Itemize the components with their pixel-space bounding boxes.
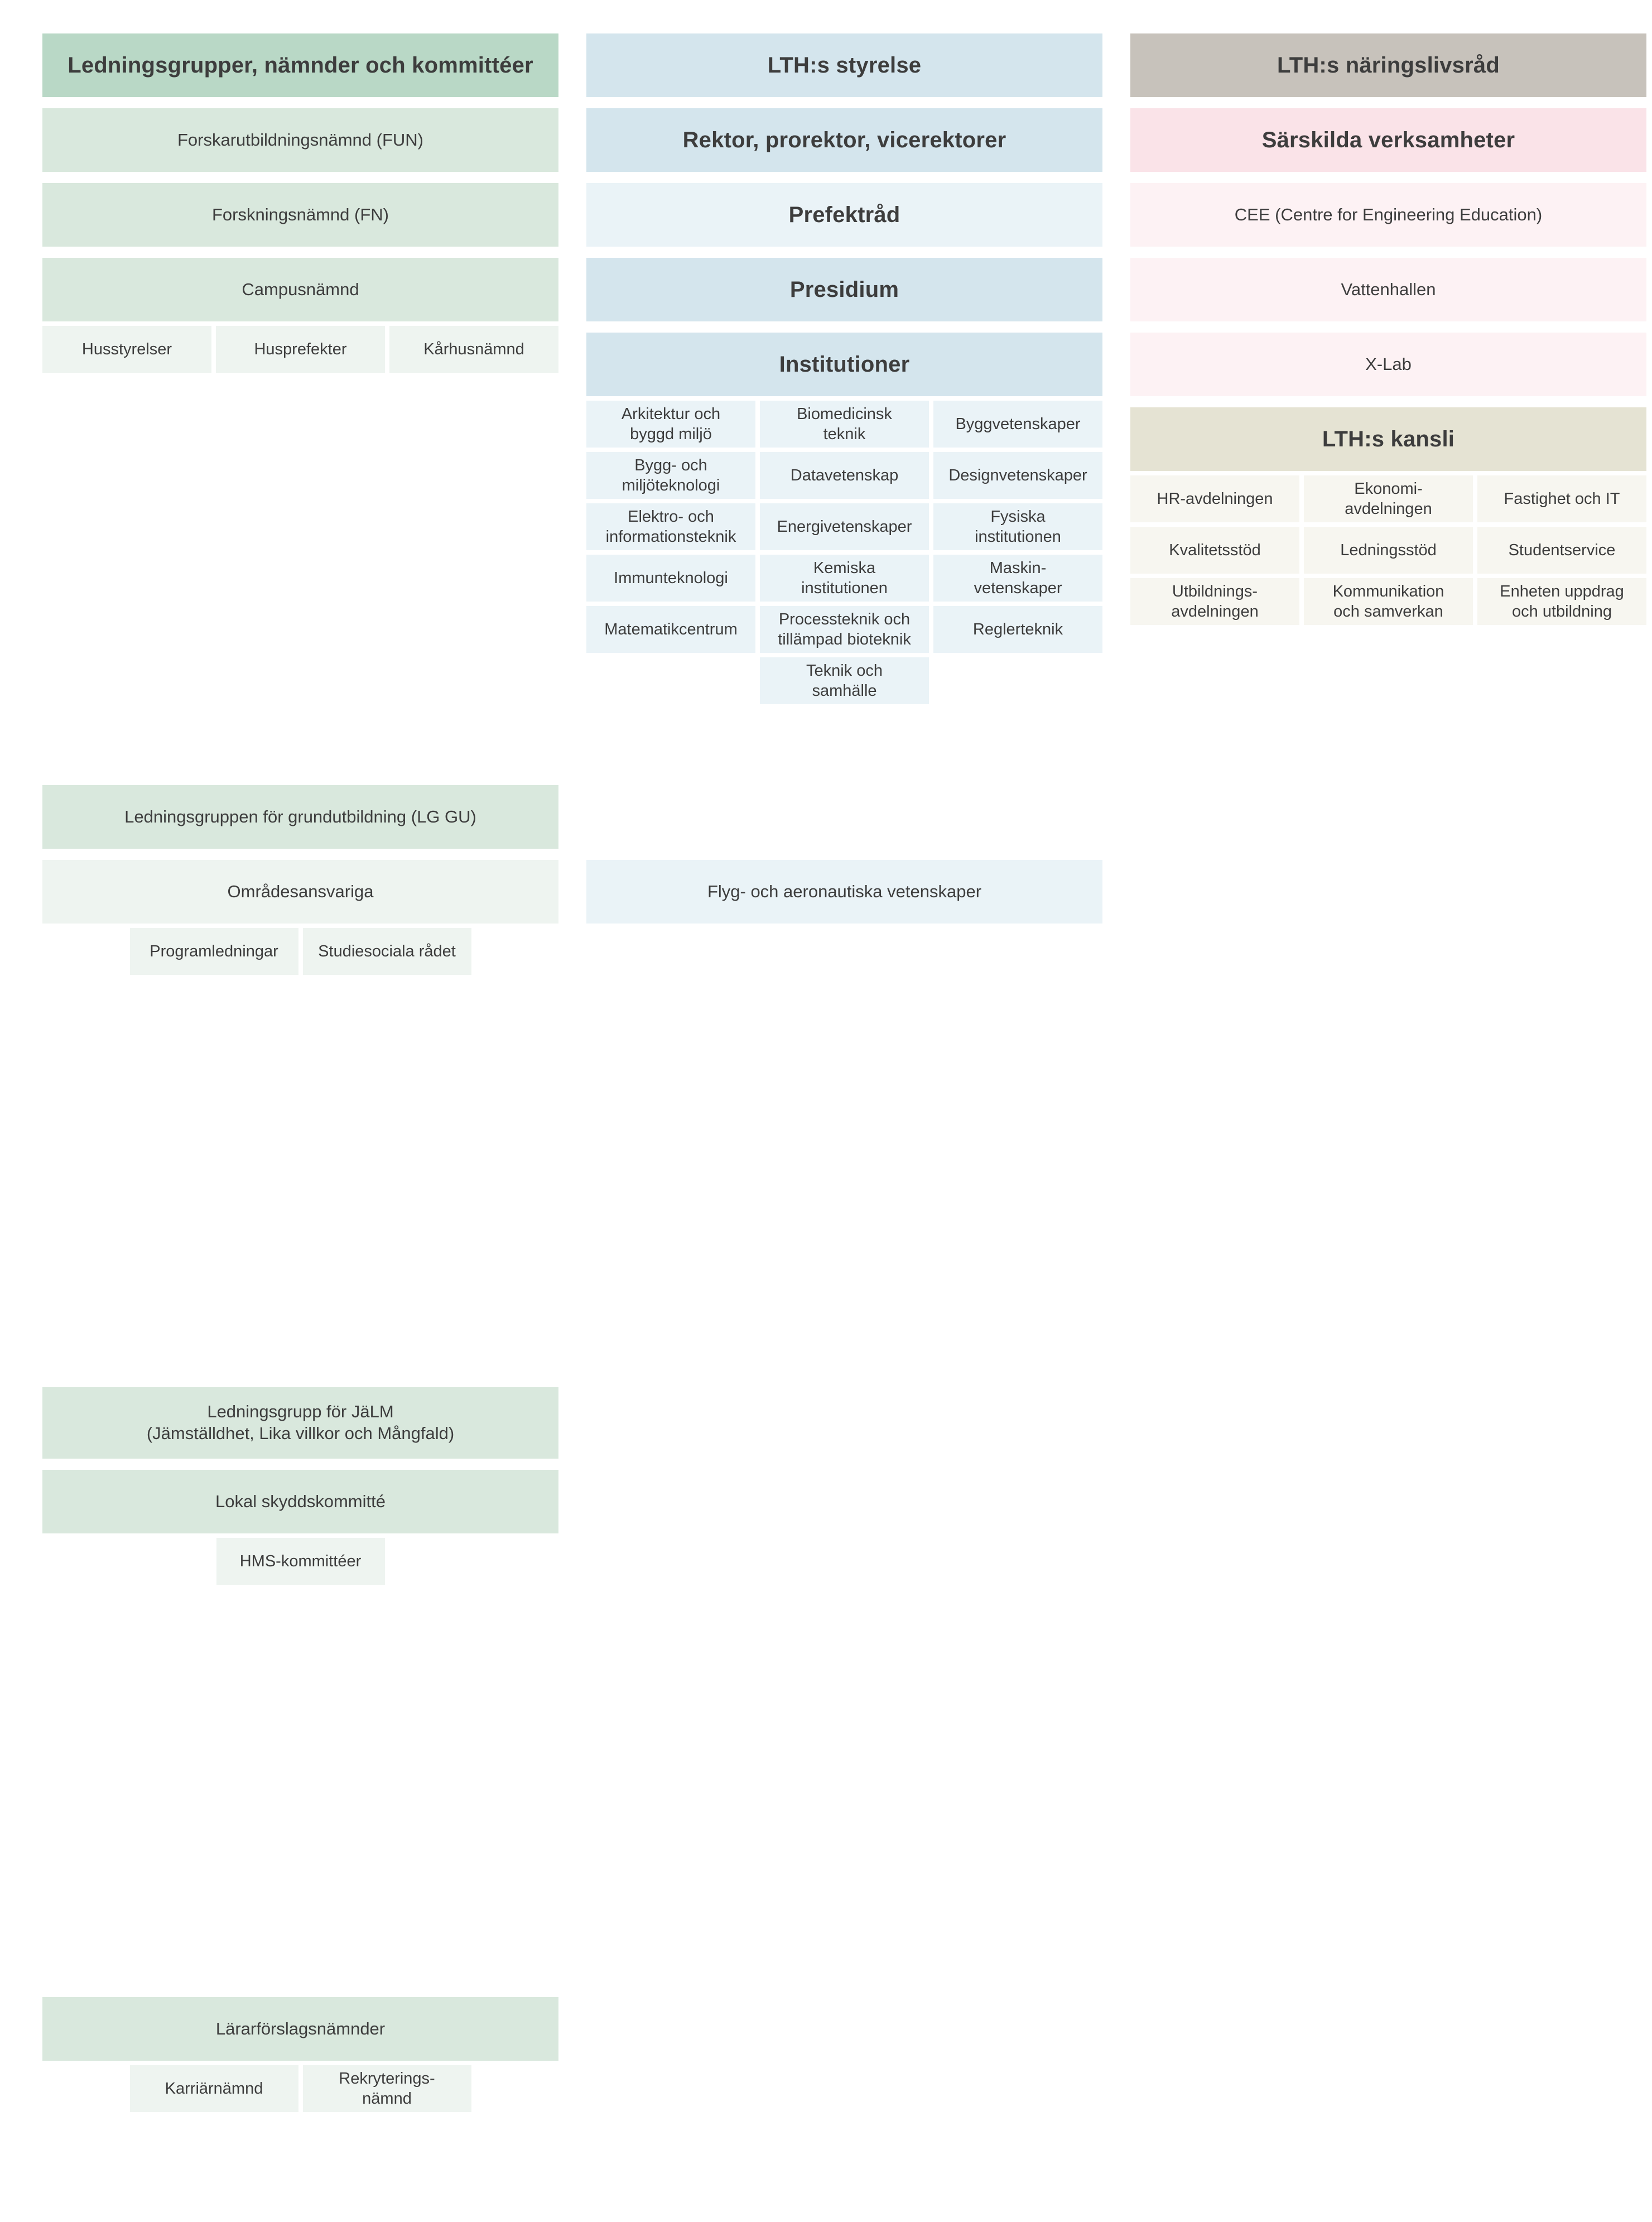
- box-forskarutbildningsnamnd[interactable]: Forskarutbildningsnämnd (FUN): [42, 108, 558, 172]
- group-lararforslagsnamnder: Lärarförslagsnämnder Karriärnämnd Rekryt…: [42, 1997, 558, 2222]
- box-institution-designvetenskaper[interactable]: Designvetenskaper: [933, 452, 1102, 499]
- box-karhusnamnd[interactable]: Kårhusnämnd: [389, 326, 558, 373]
- group-lths-kansli: LTH:s kansli HR-avdelningen Ekonomi-avde…: [1130, 407, 1646, 924]
- box-hms-kommitteer[interactable]: HMS-kommittéer: [216, 1538, 385, 1585]
- box-studiesociala-radet[interactable]: Studiesociala rådet: [302, 928, 471, 975]
- box-rekryteringsnamnd[interactable]: Rekryterings-nämnd: [302, 2065, 471, 2112]
- box-institution-matematikcentrum[interactable]: Matematikcentrum: [586, 606, 755, 653]
- box-x-lab[interactable]: X-Lab: [1130, 333, 1646, 396]
- header-lths-kansli: LTH:s kansli: [1130, 407, 1646, 471]
- box-omradesansvariga[interactable]: Områdesansvariga: [42, 860, 558, 924]
- column-ledningsgrupper: Ledningsgrupper, nämnder och kommittéer …: [42, 33, 558, 2222]
- column-styrelse: LTH:s styrelse Rektor, prorektor, vicere…: [586, 33, 1102, 924]
- box-campusnamnd[interactable]: Campusnämnd: [42, 258, 558, 321]
- header-institutioner: Institutioner: [586, 333, 1102, 396]
- group-lokal-skyddskommitte: Lokal skyddskommitté HMS-kommittéer: [42, 1470, 558, 1986]
- box-institution-datavetenskap[interactable]: Datavetenskap: [760, 452, 929, 499]
- box-programledningar[interactable]: Programledningar: [129, 928, 298, 975]
- header-sarskilda-verksamheter: Särskilda verksamheter: [1130, 108, 1646, 172]
- group-campusnamnd: Campusnämnd Husstyrelser Husprefekter Kå…: [42, 258, 558, 774]
- box-institution-immunteknologi[interactable]: Immunteknologi: [586, 555, 755, 602]
- row-larar-sub: Karriärnämnd Rekryterings-nämnd: [42, 2065, 558, 2112]
- box-husprefekter[interactable]: Husprefekter: [216, 326, 385, 373]
- jalm-line-1: Ledningsgrupp för JäLM: [207, 1402, 394, 1422]
- box-institution-energivetenskaper[interactable]: Energivetenskaper: [760, 503, 929, 550]
- box-vattenhallen[interactable]: Vattenhallen: [1130, 258, 1646, 321]
- row-omrades-sub: Programledningar Studiesociala rådet: [42, 928, 558, 975]
- org-chart: Ledningsgrupper, nämnder och kommittéer …: [42, 33, 1646, 2112]
- box-institution-maskinvetenskaper[interactable]: Maskin-vetenskaper: [933, 555, 1102, 602]
- box-kansli-ekonomiavdelningen[interactable]: Ekonomi-avdelningen: [1304, 475, 1473, 522]
- box-lararforslagsnamnder[interactable]: Lärarförslagsnämnder: [42, 1997, 558, 2061]
- box-kansli-hr-avdelningen[interactable]: HR-avdelningen: [1130, 475, 1299, 522]
- box-ledningsgrupp-jalm[interactable]: Ledningsgrupp för JäLM (Jämställdhet, Li…: [42, 1387, 558, 1459]
- box-institution-byggvetenskaper[interactable]: Byggvetenskaper: [933, 401, 1102, 448]
- box-cee[interactable]: CEE (Centre for Engineering Education): [1130, 183, 1646, 247]
- row-hms: HMS-kommittéer: [42, 1538, 558, 1585]
- grid-kansli: HR-avdelningen Ekonomi-avdelningen Fasti…: [1130, 475, 1646, 625]
- box-prefektrad[interactable]: Prefektråd: [586, 183, 1102, 247]
- box-husstyrelser[interactable]: Husstyrelser: [42, 326, 211, 373]
- box-kansli-ledningsstod[interactable]: Ledningsstöd: [1304, 527, 1473, 574]
- header-lths-styrelse: LTH:s styrelse: [586, 33, 1102, 97]
- box-kansli-utbildningsavdelningen[interactable]: Utbildnings-avdelningen: [1130, 578, 1299, 625]
- header-lths-naringslivsrad: LTH:s näringslivsråd: [1130, 33, 1646, 97]
- column-naringslivsrad: LTH:s näringslivsråd Särskilda verksamhe…: [1130, 33, 1646, 924]
- box-lg-gu[interactable]: Ledningsgruppen för grundutbildning (LG …: [42, 785, 558, 849]
- header-ledningsgrupper: Ledningsgrupper, nämnder och kommittéer: [42, 33, 558, 97]
- box-kansli-studentservice[interactable]: Studentservice: [1477, 527, 1646, 574]
- box-kansli-fastighet-och-it[interactable]: Fastighet och IT: [1477, 475, 1646, 522]
- box-karriarnamnd[interactable]: Karriärnämnd: [129, 2065, 298, 2112]
- box-kansli-kvalitetsstod[interactable]: Kvalitetsstöd: [1130, 527, 1299, 574]
- box-presidium[interactable]: Presidium: [586, 258, 1102, 321]
- jalm-line-2: (Jämställdhet, Lika villkor och Mångfald…: [146, 1423, 455, 1443]
- group-omradesansvariga: Områdesansvariga Programledningar Studie…: [42, 860, 558, 1376]
- box-flyg-och-aeronautiska-vetenskaper[interactable]: Flyg- och aeronautiska vetenskaper: [586, 860, 1102, 924]
- row-campus-sub: Husstyrelser Husprefekter Kårhusnämnd: [42, 326, 558, 373]
- box-lokal-skyddskommitte[interactable]: Lokal skyddskommitté: [42, 1470, 558, 1533]
- box-institution-reglerteknik[interactable]: Reglerteknik: [933, 606, 1102, 653]
- box-forskningsnamnd[interactable]: Forskningsnämnd (FN): [42, 183, 558, 247]
- box-rektor-prorektor-vicerektorer[interactable]: Rektor, prorektor, vicerektorer: [586, 108, 1102, 172]
